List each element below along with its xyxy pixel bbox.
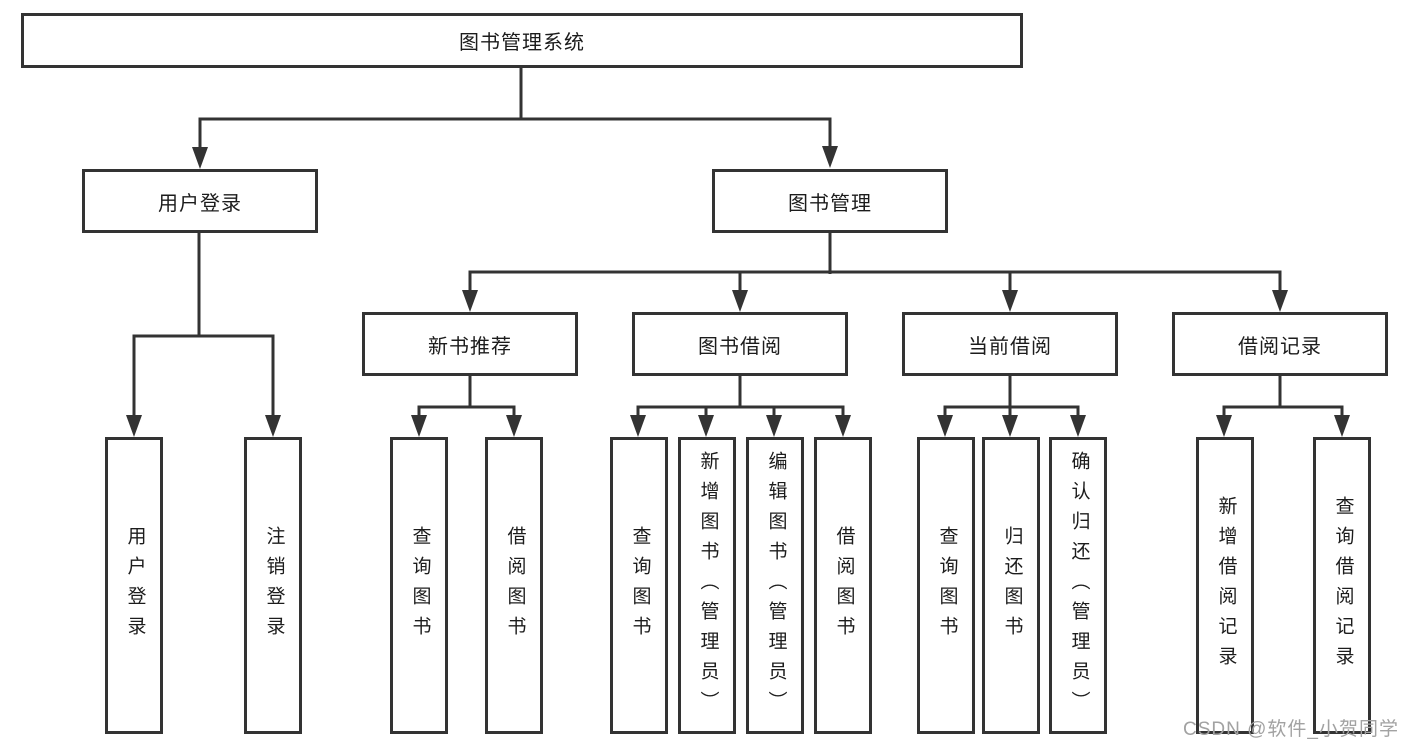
leaf-query-books-current: 查询图书	[917, 437, 975, 734]
node-label: 当前借阅	[968, 335, 1052, 358]
leaf-query-books-borrow: 查询图书	[610, 437, 668, 734]
node-label: 新增图书（管理员）	[697, 450, 719, 721]
node-label: 新书推荐	[428, 335, 512, 358]
node-label: 借阅图书	[833, 525, 855, 646]
node-root: 图书管理系统	[21, 13, 1023, 68]
node-label: 编辑图书（管理员）	[765, 450, 787, 721]
leaf-query-books-recommend: 查询图书	[390, 437, 448, 734]
node-label: 归还图书	[1001, 525, 1023, 646]
leaf-user-login: 用户登录	[105, 437, 163, 734]
node-borrow-records: 借阅记录	[1172, 312, 1388, 376]
node-label: 查询图书	[409, 525, 431, 646]
node-label: 新增借阅记录	[1215, 495, 1237, 676]
leaf-borrow-books-borrow: 借阅图书	[814, 437, 872, 734]
leaf-edit-book-admin: 编辑图书（管理员）	[746, 437, 804, 734]
node-label: 图书管理	[788, 192, 872, 215]
node-label: 用户登录	[124, 525, 146, 646]
node-current-borrow: 当前借阅	[902, 312, 1118, 376]
node-label: 注销登录	[263, 525, 285, 646]
leaf-confirm-return-admin: 确认归还（管理员）	[1049, 437, 1107, 734]
node-label: 查询图书	[936, 525, 958, 646]
leaf-add-borrow-record: 新增借阅记录	[1196, 437, 1254, 734]
connector-path	[132, 68, 1344, 418]
node-label: 确认归还（管理员）	[1068, 450, 1090, 721]
node-user-login: 用户登录	[82, 169, 318, 233]
node-book-borrow: 图书借阅	[632, 312, 848, 376]
node-book-management: 图书管理	[712, 169, 948, 233]
leaf-add-book-admin: 新增图书（管理员）	[678, 437, 736, 734]
leaf-return-books: 归还图书	[982, 437, 1040, 734]
node-new-book-recommend: 新书推荐	[362, 312, 578, 376]
arrowheads	[126, 146, 1350, 437]
node-label: 查询借阅记录	[1332, 495, 1354, 676]
node-label: 图书借阅	[698, 335, 782, 358]
node-label: 借阅图书	[504, 525, 526, 646]
leaf-borrow-books-recommend: 借阅图书	[485, 437, 543, 734]
node-label: 查询图书	[629, 525, 651, 646]
leaf-query-borrow-record: 查询借阅记录	[1313, 437, 1371, 734]
node-label: 用户登录	[158, 192, 242, 215]
node-label: 图书管理系统	[459, 32, 585, 54]
node-label: 借阅记录	[1238, 335, 1322, 358]
watermark: CSDN @软件_小贺同学	[1183, 719, 1399, 740]
leaf-logout: 注销登录	[244, 437, 302, 734]
